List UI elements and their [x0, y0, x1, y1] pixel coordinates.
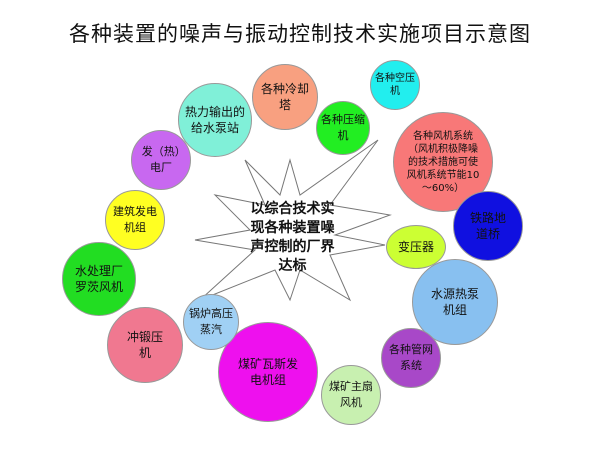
node-building-generator: 建筑发电机组: [105, 190, 165, 250]
node-boiler-steam: 锅炉高压蒸汽: [183, 294, 239, 350]
node-fan-system: 各种风机系统（风机积极降噪的技术措施可使风机系统节能10～60%）: [393, 112, 493, 212]
node-heat-pump: 水源热泵机组: [412, 259, 498, 345]
center-label: 以综合技术实现各种装置噪声控制的厂界达标: [250, 201, 335, 274]
node-mine-fan: 煤矿主扇风机: [321, 365, 381, 425]
node-cooling-tower: 各种冷却塔: [252, 64, 318, 130]
node-compressor: 各种压缩机: [316, 101, 370, 155]
node-forging-press: 冲锻压机: [107, 307, 183, 383]
node-transformer: 变压器: [386, 225, 446, 269]
diagram-title: 各种装置的噪声与振动控制技术实施项目示意图: [69, 22, 531, 46]
node-railway-bridge: 铁路地道桥: [453, 191, 523, 261]
node-pump-station: 热力输出的给水泵站: [178, 83, 252, 157]
node-power-plant: 发（热）电厂: [131, 130, 191, 190]
node-pipe-network: 各种管网系统: [381, 328, 441, 388]
node-air-compressor: 各种空压机: [370, 60, 420, 110]
node-gas-generator: 煤矿瓦斯发电机组: [218, 322, 318, 422]
node-roots-blower: 水处理厂罗茨风机: [62, 242, 136, 316]
